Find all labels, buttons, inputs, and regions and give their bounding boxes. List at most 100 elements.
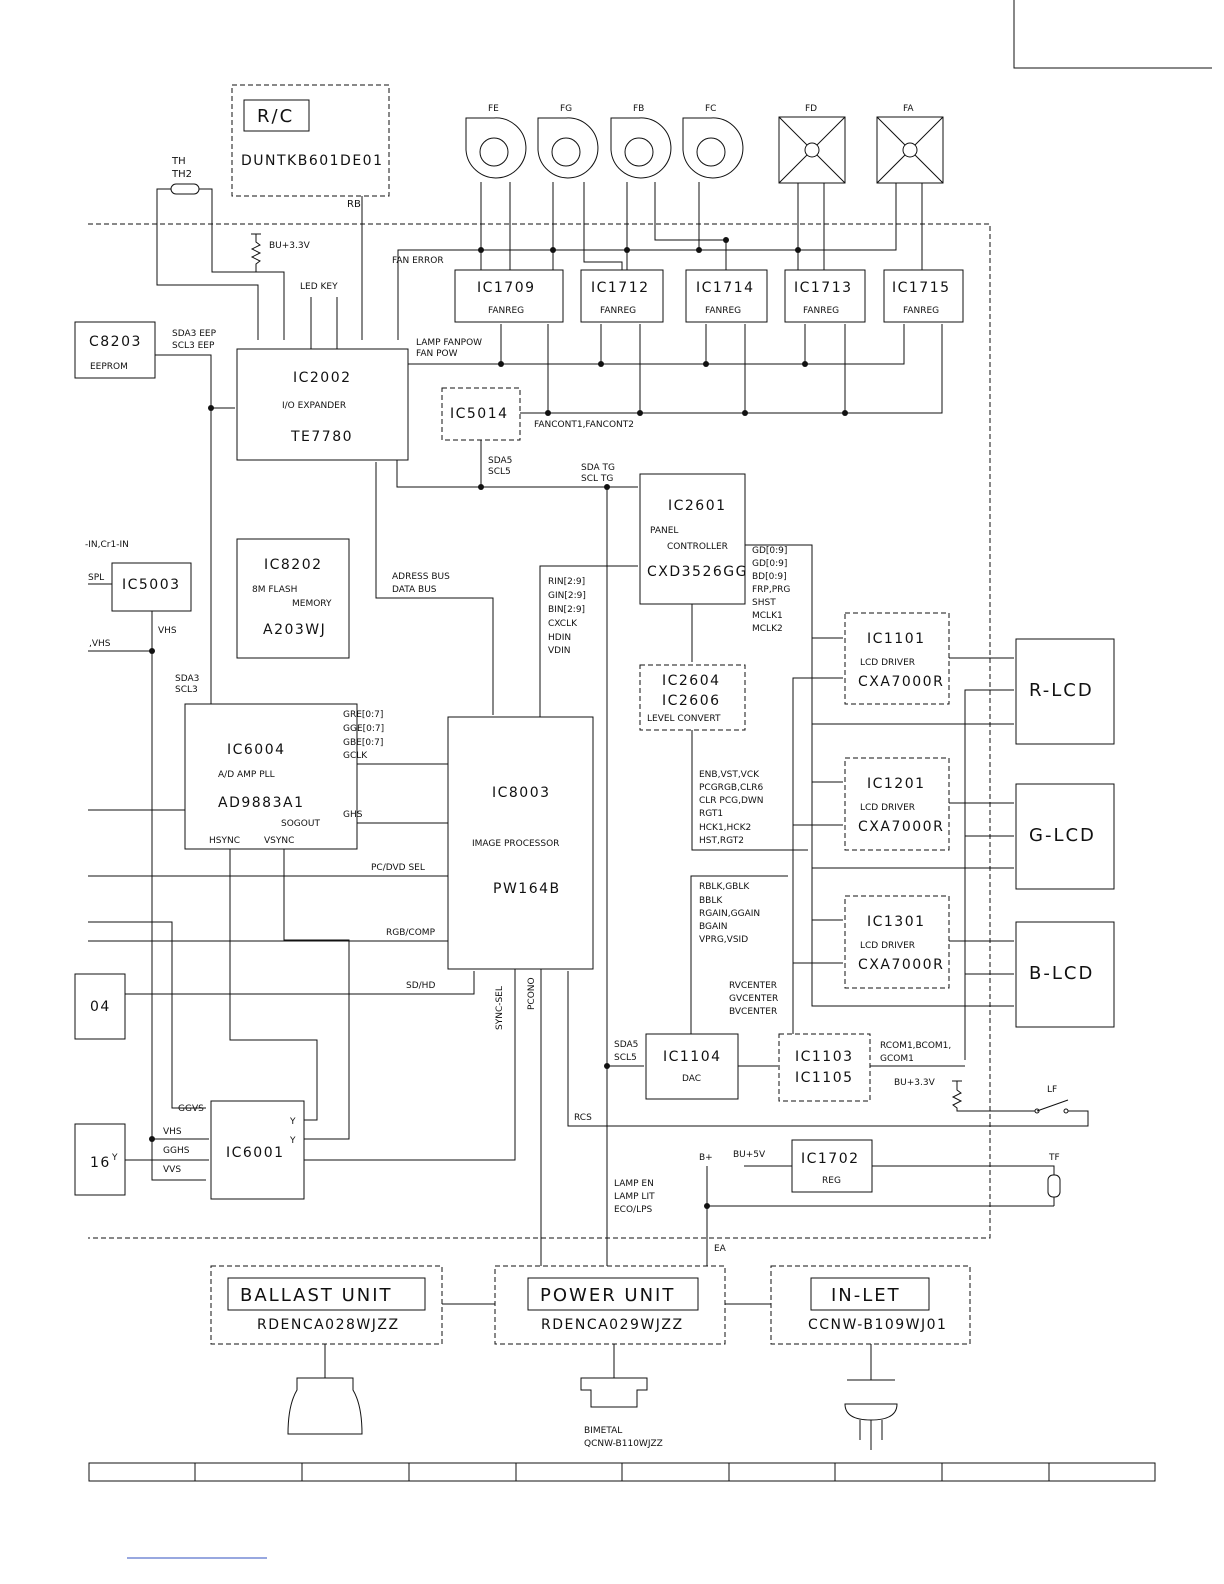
ic5003-box bbox=[111, 562, 192, 612]
levelconv-signals: ENB,VST,VCK PCGRGB,CLR6 CLR PCG,DWN RGT1… bbox=[699, 770, 764, 846]
ic1715-box bbox=[883, 269, 964, 323]
ic6001-name: IC6001 bbox=[226, 1145, 285, 1161]
ic1713-sub: FANREG bbox=[803, 306, 839, 316]
ic1104-sub: DAC bbox=[682, 1074, 701, 1084]
svg-text:BBLK: BBLK bbox=[699, 896, 723, 906]
fancont-bus bbox=[520, 324, 943, 414]
th2-label: TH2 bbox=[171, 169, 192, 180]
r-lcd-box bbox=[1015, 638, 1115, 745]
data-bus-label: DATA BUS bbox=[392, 585, 437, 595]
unit-arrows bbox=[540, 1252, 708, 1266]
com-bus bbox=[964, 689, 1014, 1060]
bimetal-icon bbox=[580, 1377, 648, 1408]
ic1104-box bbox=[645, 1033, 739, 1100]
svg-text:ECO/LPS: ECO/LPS bbox=[614, 1205, 653, 1215]
svg-text:MCLK1: MCLK1 bbox=[752, 611, 783, 621]
ic8203-box bbox=[74, 321, 156, 379]
ic1301-name: IC1301 bbox=[867, 914, 926, 930]
b-lcd-label: B-LCD bbox=[1029, 963, 1094, 984]
left-input-1: -IN,Cr1-IN bbox=[85, 540, 129, 550]
ic8202-sub1: 8M FLASH bbox=[252, 585, 297, 595]
ic2002-box bbox=[236, 348, 409, 461]
ic5014-name: IC5014 bbox=[450, 406, 509, 422]
ic1713-box bbox=[784, 269, 866, 323]
fans bbox=[465, 116, 944, 184]
thermistor-icon bbox=[170, 183, 200, 195]
ic1715-sub: FANREG bbox=[903, 306, 939, 316]
fan-label-fc: FC bbox=[705, 104, 716, 114]
address-data-bus bbox=[375, 462, 494, 715]
svg-text:PCGRGB,CLR6: PCGRGB,CLR6 bbox=[699, 783, 764, 793]
power-label-box bbox=[527, 1277, 699, 1311]
ic1702-box bbox=[791, 1139, 873, 1193]
fan-pow-bus bbox=[408, 324, 905, 365]
ic6001-box bbox=[210, 1100, 305, 1200]
ic1714-box bbox=[685, 269, 768, 323]
r-lcd-label: R-LCD bbox=[1029, 680, 1094, 701]
center-signals: RVCENTER GVCENTER BVCENTER bbox=[729, 981, 778, 1017]
lamp-icon bbox=[287, 1377, 363, 1435]
ic1101-box bbox=[844, 612, 950, 705]
ic6004-name: IC6004 bbox=[227, 742, 286, 758]
scl3-label: SCL3 bbox=[175, 685, 198, 695]
bu33-label: BU+3.3V bbox=[269, 241, 311, 251]
ic8202-part: A203WJ bbox=[263, 622, 326, 638]
ic1301-part: CXA7000R bbox=[858, 957, 944, 973]
ic1201-sub: LCD DRIVER bbox=[860, 803, 915, 813]
lf-label: LF bbox=[1047, 1085, 1057, 1095]
svg-text:GD[0:9]: GD[0:9] bbox=[752, 559, 787, 569]
fan-label-fg: FG bbox=[560, 104, 572, 114]
lf-switch bbox=[567, 971, 1089, 1127]
ic2601-sub1: PANEL bbox=[650, 526, 678, 536]
ballast-unit-part: RDENCA028WJZZ bbox=[257, 1317, 400, 1333]
ic8203-name: C8203 bbox=[89, 334, 142, 350]
svg-text:RBLK,GBLK: RBLK,GBLK bbox=[699, 882, 750, 892]
bu33b-resistor bbox=[951, 1080, 1035, 1112]
rgbcomp-wire bbox=[88, 921, 448, 1109]
sda-tg: SDA TG bbox=[581, 463, 615, 473]
fan-label-fb: FB bbox=[633, 104, 644, 114]
ic1104-scl: SCL5 bbox=[614, 1053, 637, 1063]
sda3-eep: SDA3 EEP bbox=[172, 329, 217, 339]
sync-pcono-wires bbox=[304, 969, 542, 1262]
svg-text:GVCENTER: GVCENTER bbox=[729, 994, 778, 1004]
ic6001-input-wires bbox=[125, 1138, 209, 1161]
svg-text:HST,RGT2: HST,RGT2 bbox=[699, 836, 744, 846]
pcdvd-label: PC/DVD SEL bbox=[371, 863, 425, 873]
ghs-label: GHS bbox=[343, 810, 363, 820]
i2c-tg-bus bbox=[396, 440, 638, 488]
ic1201-part: CXA7000R bbox=[858, 819, 944, 835]
inlet-plug-icon bbox=[844, 1344, 898, 1450]
ic8003-name: IC8003 bbox=[492, 785, 551, 801]
corner-frame bbox=[1013, 0, 1212, 69]
inlet-unit-part: CCNW-B109WJ01 bbox=[808, 1317, 947, 1333]
ic5003-vhs: VHS bbox=[158, 626, 177, 636]
ic2002-name: IC2002 bbox=[293, 370, 352, 386]
svg-text:HDIN: HDIN bbox=[548, 633, 571, 643]
ic1714-name: IC1714 bbox=[696, 280, 755, 296]
ic6001-y2: Y bbox=[289, 1136, 296, 1146]
svg-text:CLR PCG,DWN: CLR PCG,DWN bbox=[699, 796, 764, 806]
tf-wire bbox=[872, 1165, 1055, 1206]
ad-outputs: GRE[0:7] GGE[0:7] GBE[0:7] GCLK bbox=[343, 710, 384, 761]
svg-text:GGVS: GGVS bbox=[178, 1104, 204, 1114]
svg-text:CXCLK: CXCLK bbox=[548, 619, 578, 629]
inlet-label-box bbox=[810, 1277, 930, 1311]
svg-text:LAMP EN: LAMP EN bbox=[614, 1179, 654, 1189]
svg-text:RGAIN,GGAIN: RGAIN,GGAIN bbox=[699, 909, 760, 919]
blower-fan-fg-icon bbox=[537, 117, 599, 179]
sda5-label: SDA5 bbox=[488, 456, 512, 466]
ic8003-box bbox=[447, 716, 594, 970]
eep-bus bbox=[155, 354, 212, 704]
sda3-label: SDA3 bbox=[175, 674, 199, 684]
fan-wires bbox=[397, 182, 923, 340]
svg-text:VPRG,VSID: VPRG,VSID bbox=[699, 935, 748, 945]
svg-text:VDIN: VDIN bbox=[548, 646, 570, 656]
svg-text:ENB,VST,VCK: ENB,VST,VCK bbox=[699, 770, 760, 780]
th-label: TH bbox=[171, 156, 186, 167]
hsync-vsync-wires bbox=[229, 849, 350, 1140]
svg-text:GCLK: GCLK bbox=[343, 751, 368, 761]
rcom-label-2: GCOM1 bbox=[880, 1054, 914, 1064]
rgb-in-wire bbox=[539, 565, 638, 717]
led-key-label: LED KEY bbox=[300, 282, 338, 292]
